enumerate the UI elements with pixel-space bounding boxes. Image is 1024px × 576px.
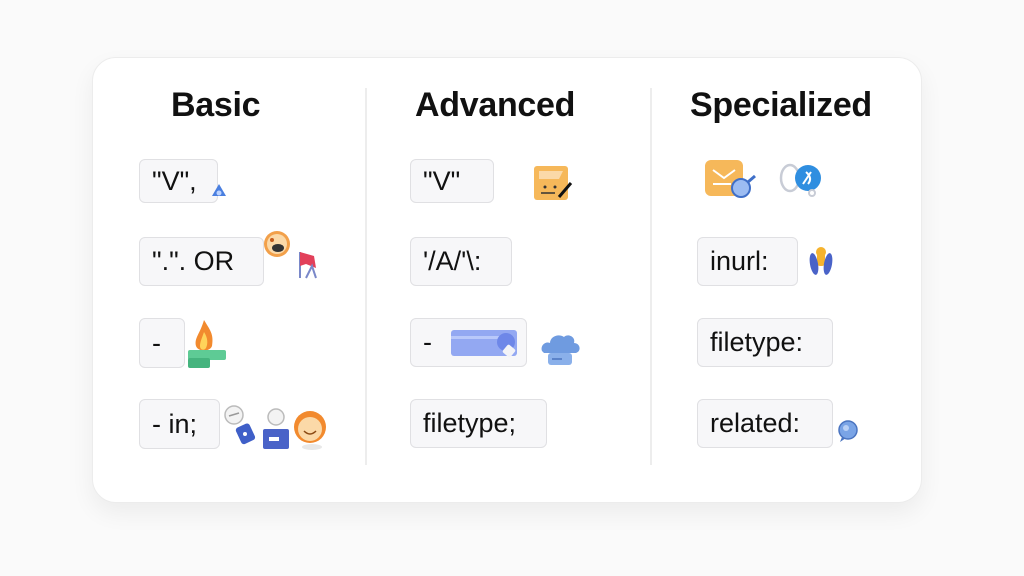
mail-search-icon [705, 160, 756, 198]
speech-bubble-icon [838, 420, 858, 442]
column-divider [365, 88, 367, 465]
operator-pill[interactable]: related: [697, 399, 833, 448]
operator-pill[interactable]: ".". OR [139, 237, 264, 286]
column-title-advanced: Advanced [415, 86, 576, 124]
operator-label: - [423, 327, 432, 357]
column-divider [650, 88, 652, 465]
operator-pill[interactable]: "V", [139, 159, 218, 203]
fire-icon [188, 320, 226, 368]
blue-bar-icon [451, 329, 517, 357]
note-edit-icon [534, 166, 573, 200]
rocket-icon [809, 247, 833, 275]
dog-face-icon [264, 231, 290, 257]
operator-pill[interactable]: - in; [139, 399, 220, 449]
badge-icons [224, 405, 326, 450]
operator-pill[interactable]: '/A/'\: [410, 237, 512, 286]
red-flag-icon [299, 252, 317, 279]
operator-pill[interactable]: filetype; [410, 399, 547, 448]
operator-pill[interactable]: - [139, 318, 185, 368]
operator-pill[interactable]: filetype: [697, 318, 833, 367]
column-title-specialized: Specialized [690, 86, 872, 124]
operator-pill[interactable]: inurl: [697, 237, 798, 286]
operator-pill[interactable]: "V" [410, 159, 494, 203]
cloud-icon [541, 335, 580, 365]
chat-link-icon [779, 163, 821, 197]
blue-triangle-icon [212, 184, 226, 196]
operator-pill[interactable]: - [410, 318, 527, 367]
column-title-basic: Basic [171, 86, 261, 124]
